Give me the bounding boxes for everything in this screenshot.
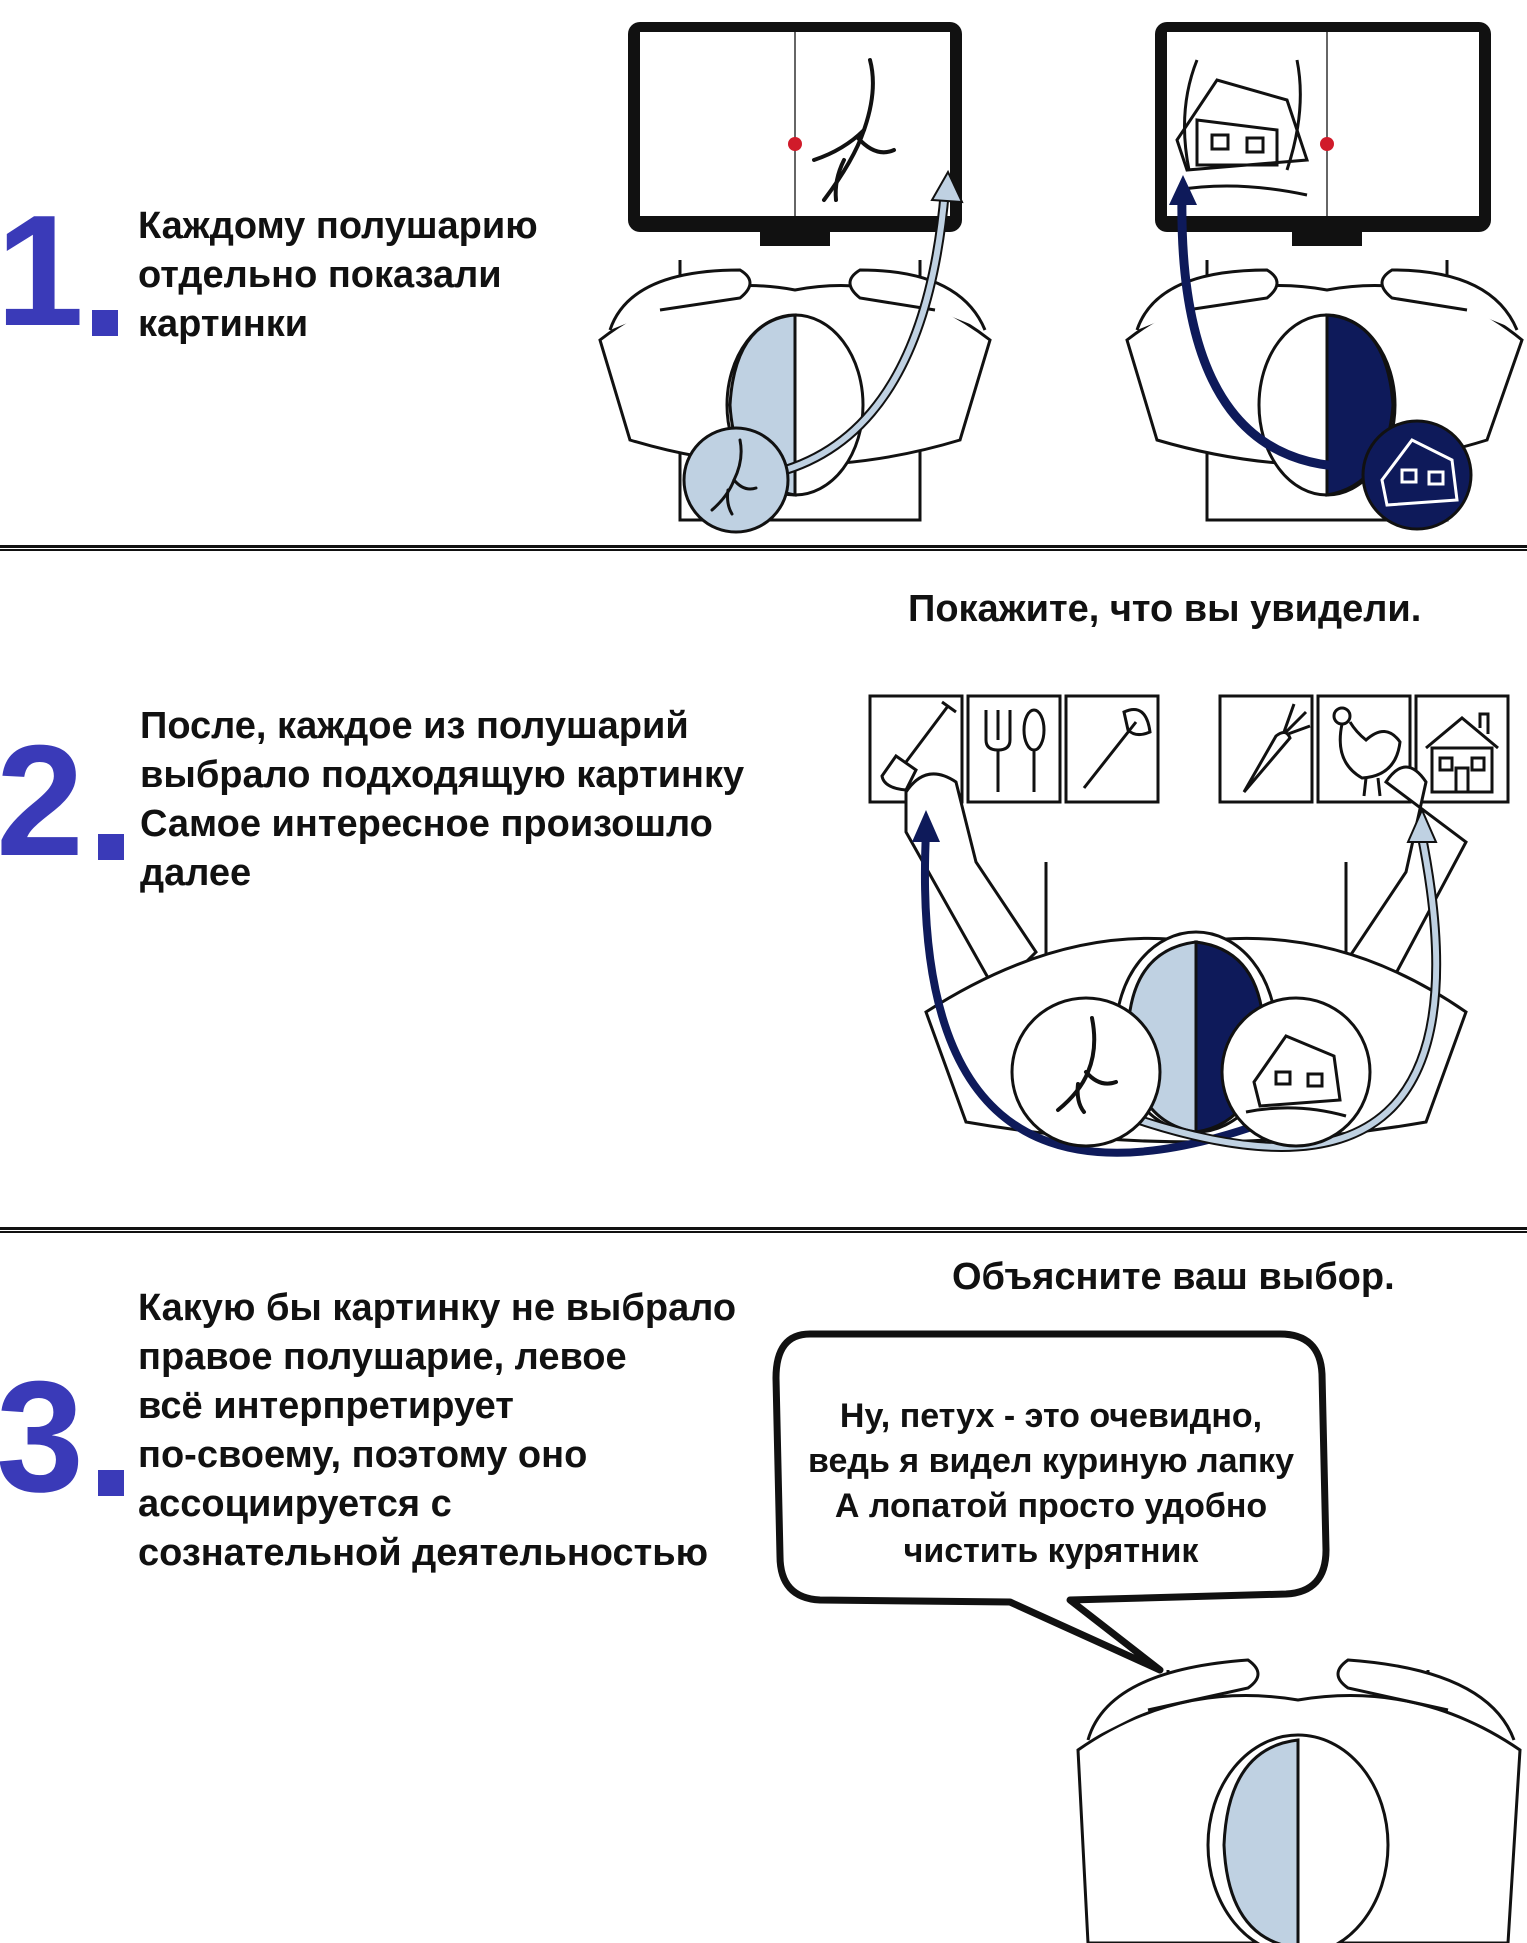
monitor-icon	[628, 22, 962, 246]
step-number: 3	[0, 1349, 84, 1525]
step-caption: После, каждое из полушарий выбрало подхо…	[140, 705, 745, 894]
step-caption: Каждому полушарию отдельно показали карт…	[138, 205, 538, 345]
step-number: 2	[0, 713, 84, 889]
fork-spoon-icon	[984, 708, 1046, 792]
step-number-dot	[98, 1470, 124, 1496]
chicken-foot-icon	[812, 58, 896, 202]
chicken-foot-memory-icon	[1056, 1016, 1118, 1114]
axe-icon	[1082, 708, 1152, 789]
speaker-illustration	[1076, 1658, 1522, 1943]
step-number: 1	[0, 183, 84, 359]
left-scene-illustration	[598, 22, 992, 534]
step-caption: Какую бы картинку не выбрало правое полу…	[138, 1287, 737, 1574]
speech-bubble	[772, 1330, 1330, 1674]
card-axe	[1064, 694, 1160, 804]
step-number-dot	[98, 834, 124, 860]
right-scene-illustration	[1125, 22, 1524, 531]
winter-house-memory-icon	[1380, 438, 1459, 507]
card-carrot	[1218, 694, 1314, 804]
step-number-dot	[92, 310, 118, 336]
experimenter-prompt: Покажите, что вы увидели.	[908, 588, 1422, 630]
section-divider	[0, 1227, 1527, 1233]
rooster-icon	[1332, 706, 1402, 797]
winter-house-icon	[1175, 59, 1310, 197]
card-cutlery	[966, 694, 1062, 804]
choice-scene-illustration	[868, 694, 1510, 1157]
step-2-panel: Покажите, что вы увидели. 2 После, каждо…	[0, 552, 1527, 1227]
step-1-panel: 1 Каждому полушарию отдельно показали ка…	[0, 0, 1527, 545]
speech-text: Ну, петух - это очевидно, ведь я видел к…	[808, 1397, 1294, 1570]
step-3-panel: Объясните ваш выбор. 3 Какую бы картинку…	[0, 1234, 1527, 1943]
house-icon	[1425, 712, 1499, 794]
experimenter-prompt: Объясните ваш выбор.	[952, 1256, 1395, 1298]
chicken-foot-memory-icon	[710, 438, 758, 516]
card-house	[1414, 694, 1510, 804]
section-divider	[0, 545, 1527, 551]
carrot-icon	[1242, 703, 1311, 793]
winter-house-memory-icon	[1245, 1034, 1347, 1118]
